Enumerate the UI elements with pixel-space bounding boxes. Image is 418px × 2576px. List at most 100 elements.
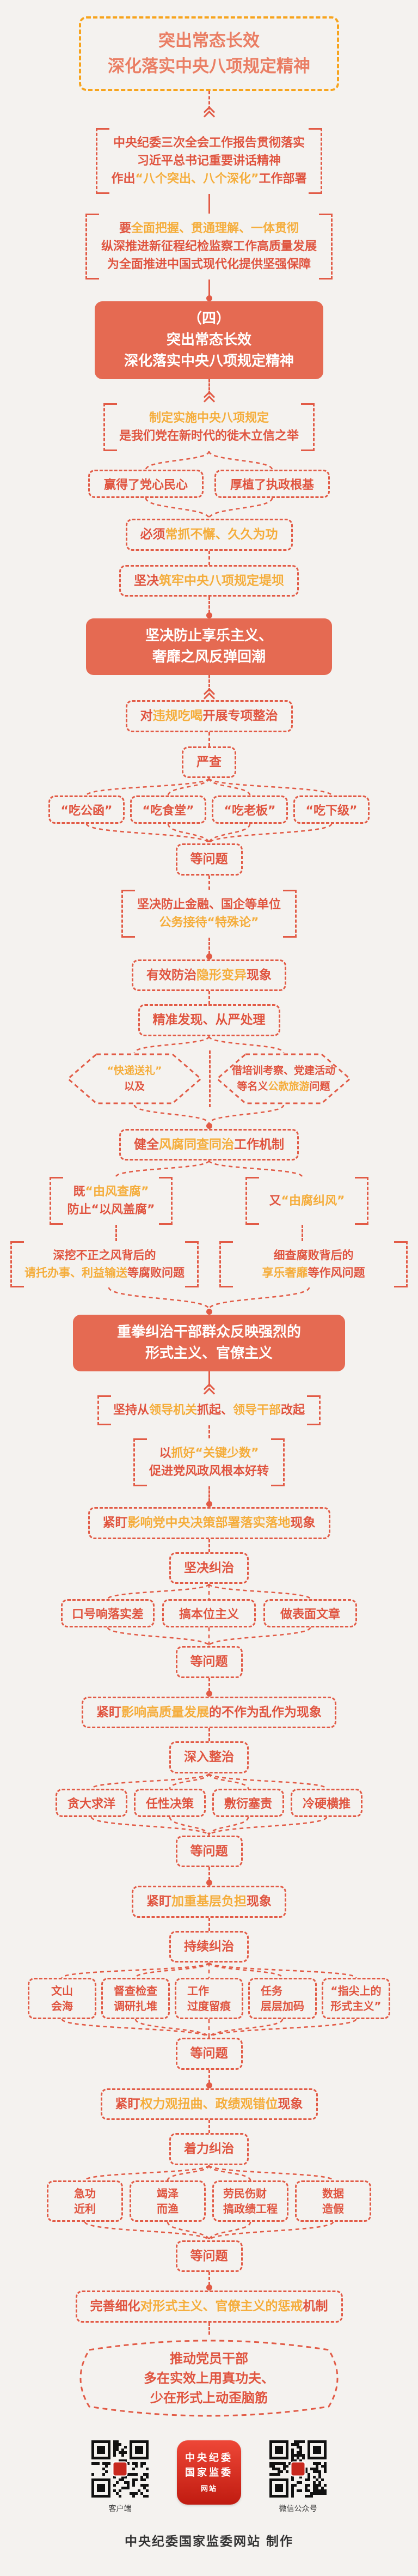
leaf-box: 口号响落实差 bbox=[61, 1599, 155, 1627]
implement-line-1: 要全面把握、贯通理解、一体贯彻 bbox=[119, 222, 299, 235]
leaf-box: 做表面文章 bbox=[263, 1599, 357, 1627]
leaf-box: 文山 会海 bbox=[28, 1978, 96, 2019]
app-qr-code bbox=[91, 2440, 149, 2500]
node-dot bbox=[206, 1501, 212, 1507]
dashed-connector bbox=[208, 91, 210, 110]
formalism-line-1: 重拳纠治干部群众反映强烈的 bbox=[116, 1324, 301, 1340]
branch-connector bbox=[0, 1627, 418, 1647]
etc-box: 等问题 bbox=[175, 2038, 243, 2070]
implement-line-3: 为全面推进中国式现代化提供坚强保障 bbox=[107, 258, 311, 271]
dashed-connector bbox=[208, 597, 210, 613]
node-dot bbox=[206, 1309, 212, 1315]
title-line-2: 深化落实中央八项规定精神 bbox=[108, 56, 310, 76]
lead-organs-box: 坚持从领导机关抓起、领导干部改起 bbox=[97, 1395, 321, 1425]
qr-right-caption: 微信公众号 bbox=[279, 2504, 317, 2513]
node-dot bbox=[206, 1690, 212, 1697]
dig-line-1: 深挖不正之风背后的 bbox=[53, 1249, 156, 1262]
hexagon-outline bbox=[216, 1053, 352, 1104]
branch-connector bbox=[0, 1287, 418, 1310]
leaf-box: 贪大求洋 bbox=[56, 1788, 127, 1817]
leaf-box: 劳民伤财 搞政绩工程 bbox=[212, 2180, 288, 2222]
branch-connector bbox=[0, 1772, 418, 1789]
establish-rules-box: 制定实施中央八项规定 是我们党在新时代的徙木立信之举 bbox=[103, 403, 315, 451]
page-title-box: 突出常态长效 深化落实中央八项规定精神 bbox=[79, 16, 339, 91]
punish-mechanism-box: 完善细化对形式主义、官僚主义的惩戒机制 bbox=[75, 2291, 343, 2323]
dashed-connector bbox=[301, 1225, 303, 1241]
dashed-connector bbox=[208, 1678, 210, 1691]
leaf-box: 数据 造假 bbox=[295, 2180, 371, 2222]
hedonism-line-1: 坚决防止享乐主义、 bbox=[145, 628, 273, 644]
watch1-verb-box: 坚决纠治 bbox=[169, 1552, 249, 1584]
leaf-box: “吃老板” bbox=[212, 795, 288, 824]
watch4-box: 紧盯权力观扭曲、政绩观错位现象 bbox=[100, 2088, 318, 2120]
hedonism-header-box: 坚决防止享乐主义、 奢靡之风反弹回潮 bbox=[86, 618, 332, 675]
gift-line-2: 以及 bbox=[124, 1080, 145, 1092]
finance-line-1: 坚决防止金融、国企等单位 bbox=[137, 897, 281, 912]
dashed-connector bbox=[115, 1225, 117, 1241]
section-title-2: 深化落实中央八项规定精神 bbox=[124, 353, 294, 369]
gift-hexagon: “快递送礼” 以及 bbox=[66, 1053, 202, 1105]
up-arrow-icon bbox=[203, 1383, 216, 1400]
leaf-box: 敷衍塞责 bbox=[212, 1788, 284, 1817]
icon-line-2: 国家监委 bbox=[185, 2466, 233, 2478]
finance-box: 坚决防止金融、国企等单位 公务接待“特殊论” bbox=[121, 889, 297, 938]
up-arrow-icon bbox=[203, 391, 216, 408]
node-dot bbox=[206, 2082, 212, 2088]
section-title-1: 突出常态长效 bbox=[166, 332, 251, 348]
implement-line-2: 纵深推进新征程纪检监察工作高质量发展 bbox=[101, 240, 317, 253]
dashed-connector bbox=[209, 1050, 211, 1107]
watch1-items-row: 口号响落实差 搞本位主义 做表面文章 bbox=[0, 1599, 418, 1627]
up-arrow-icon bbox=[203, 106, 216, 123]
formalism-header-box: 重拳纠治干部群众反映强烈的 形式主义、官僚主义 bbox=[73, 1315, 345, 1371]
precise-box: 精准发现、从严处理 bbox=[138, 1004, 280, 1036]
branch-connector bbox=[0, 1160, 418, 1177]
branch-connector bbox=[0, 2164, 418, 2181]
credit-line: 中央纪委国家监委网站 制作 bbox=[124, 2534, 293, 2549]
dashed-connector bbox=[208, 937, 210, 954]
push-line-3: 少在形式上动歪脑筋 bbox=[150, 2390, 268, 2405]
lead-line: 坚持从领导机关抓起、领导干部改起 bbox=[113, 1404, 305, 1417]
dashed-connector bbox=[208, 2272, 210, 2285]
establish-line-2: 是我们党在新时代的徙木立信之举 bbox=[119, 429, 299, 443]
branch-connector bbox=[0, 1104, 418, 1124]
branch-connector bbox=[0, 777, 418, 797]
up-arrow-icon bbox=[203, 688, 216, 704]
keyfew-line-2: 促进党风政风根本好转 bbox=[149, 1465, 269, 1478]
dig-corruption-box: 深挖不正之风背后的 请托办事、利益输送等腐败问题 bbox=[10, 1241, 199, 1287]
dashed-connector bbox=[208, 1728, 210, 1741]
leaf-box: “吃食堂” bbox=[130, 795, 206, 824]
node-dot bbox=[206, 953, 212, 959]
dashed-connector bbox=[208, 2322, 210, 2335]
gift-line-1: “快递送礼” bbox=[107, 1065, 162, 1077]
dashed-connector bbox=[208, 875, 210, 890]
result-row: 赢得了党心民心 厚植了执政根基 bbox=[0, 470, 418, 498]
finance-line-2: 公务接待“特殊论” bbox=[159, 915, 259, 929]
branch-connector bbox=[0, 497, 418, 519]
etc-box: 等问题 bbox=[175, 1646, 243, 1678]
node-dot bbox=[206, 1122, 212, 1129]
branch-connector bbox=[0, 451, 418, 470]
dashed-connector bbox=[208, 2120, 210, 2133]
leaf-box: 任务 层层加码 bbox=[248, 1978, 317, 2019]
leaf-box: “指尖上的 形式主义” bbox=[322, 1978, 390, 2019]
wind-line-2: 防止“以风盖腐” bbox=[67, 1203, 155, 1217]
dashed-connector bbox=[208, 2069, 210, 2083]
ccdi-app-icon: 中央纪委 国家监委 网站 bbox=[177, 2440, 241, 2505]
hexagon-row: “快递送礼” 以及 借培训考察、党建活动 等名义公款旅游问题 bbox=[0, 1050, 418, 1107]
wechat-qr-code bbox=[269, 2440, 327, 2500]
branch-connector bbox=[0, 1583, 418, 1600]
watch2-verb-box: 深入整治 bbox=[169, 1741, 249, 1773]
qr-left-caption: 客户端 bbox=[108, 2504, 132, 2513]
node-dot bbox=[206, 1880, 212, 1886]
check-conduct-box: 细查腐败背后的 享乐奢靡等作风问题 bbox=[219, 1241, 408, 1287]
branch-connector bbox=[0, 2018, 418, 2039]
node-dot bbox=[206, 2285, 212, 2291]
watch4-verb-box: 着力纠治 bbox=[169, 2133, 249, 2165]
watch2-items-row: 贪大求洋 任性决策 敷衍塞责 冷硬横推 bbox=[0, 1788, 418, 1817]
leaf-box: “吃公函” bbox=[48, 795, 125, 824]
dashed-connector bbox=[208, 1539, 210, 1552]
dashed-connector bbox=[208, 1425, 210, 1438]
check-line-1: 细查腐败背后的 bbox=[273, 1249, 354, 1262]
dashed-connector bbox=[208, 1486, 210, 1502]
dashed-connector bbox=[208, 732, 210, 746]
